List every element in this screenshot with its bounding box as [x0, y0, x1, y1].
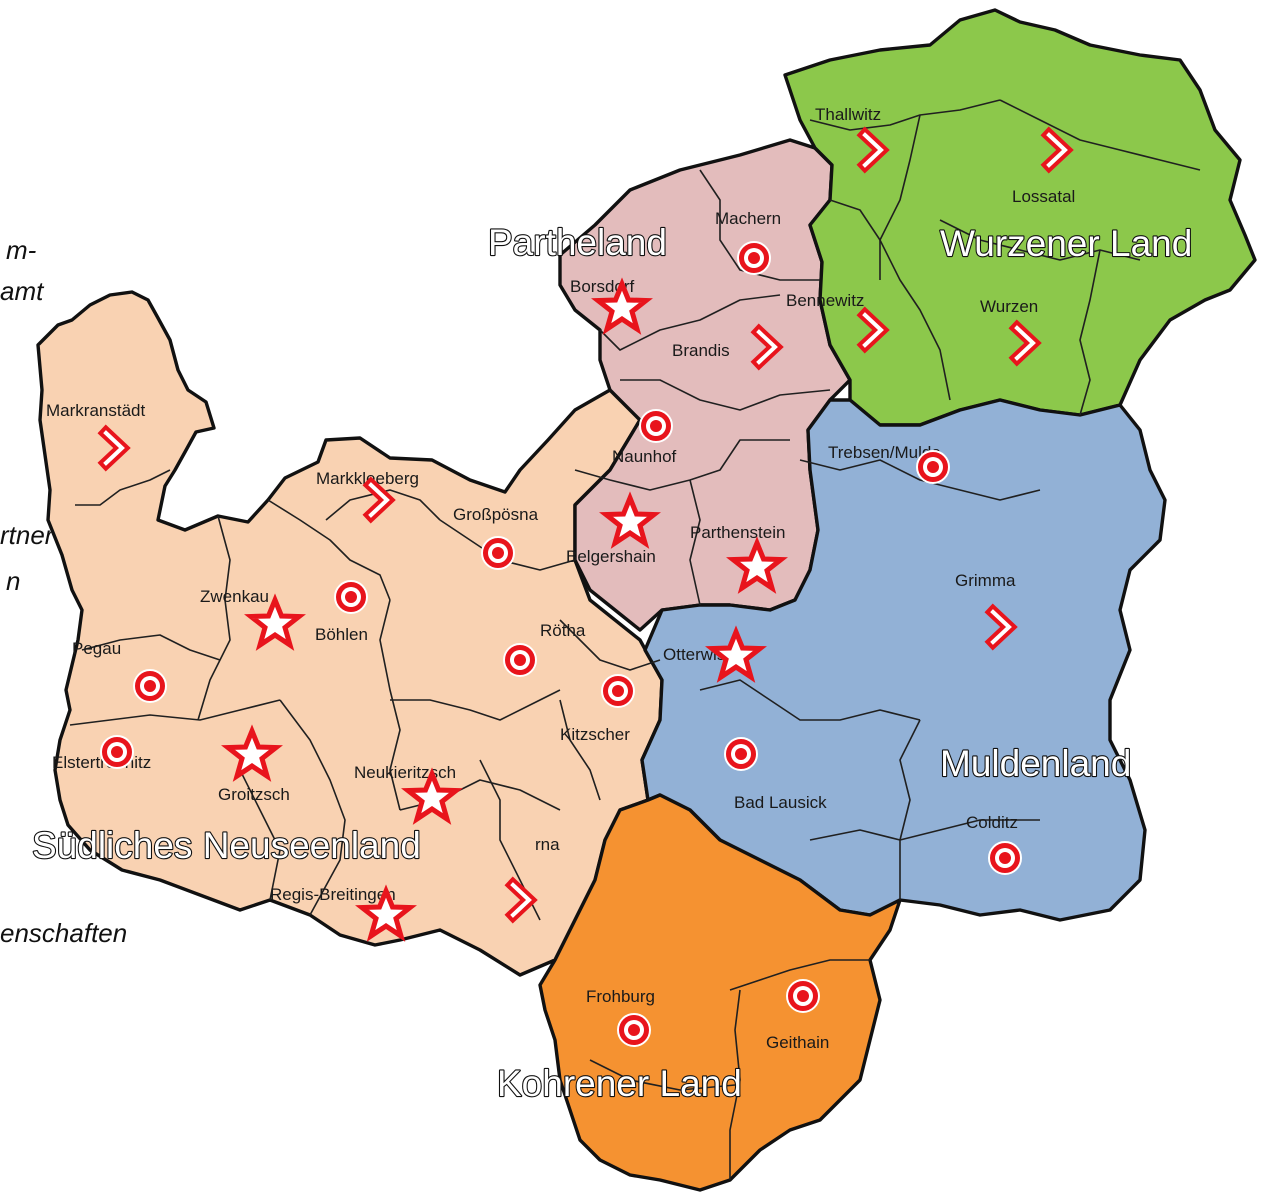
label-zwenkau: Zwenkau	[200, 587, 269, 606]
legend-fragment-4: n	[6, 566, 21, 596]
region-label-partheland: Partheland	[488, 222, 667, 263]
region-suedliches-neuseenland	[36, 290, 664, 977]
marker-colditz	[988, 841, 1022, 875]
label-bennewitz: Bennewitz	[786, 291, 864, 310]
label-grosspoesna: Großpösna	[453, 505, 539, 524]
label-markranstaedt: Markranstädt	[46, 401, 145, 420]
legend-fragment-1: m-	[6, 235, 37, 265]
marker-geithain	[786, 979, 820, 1013]
marker-frohburg	[617, 1013, 651, 1047]
label-borna: rna	[535, 835, 560, 854]
label-lossatal: Lossatal	[1012, 187, 1075, 206]
label-neukieritzsch: Neukieritzsch	[354, 763, 456, 782]
marker-bad-lausick	[724, 737, 758, 771]
label-thallwitz: Thallwitz	[815, 105, 881, 124]
label-bad-lausick: Bad Lausick	[734, 793, 827, 812]
label-belgershain: Belgershain	[566, 547, 656, 566]
legend-fragment-3: rtner	[0, 520, 54, 550]
label-markkleeberg: Markkleeberg	[316, 469, 419, 488]
marker-machern	[737, 241, 771, 275]
label-roetha: Rötha	[540, 621, 586, 640]
label-brandis: Brandis	[672, 341, 730, 360]
marker-roetha	[503, 643, 537, 677]
region-label-wurzener-land: Wurzener Land	[940, 223, 1192, 264]
label-groitzsch: Groitzsch	[218, 785, 290, 804]
region-label-kohrener-land: Kohrener Land	[497, 1063, 742, 1104]
label-wurzen: Wurzen	[980, 297, 1038, 316]
label-regis-breitingen: Regis-Breitingen	[270, 885, 396, 904]
marker-elstertrebnitz	[100, 735, 134, 769]
region-labels: Partheland Wurzener Land Muldenland Südl…	[31, 221, 1194, 1105]
label-colditz: Colditz	[966, 813, 1018, 832]
marker-pegau	[133, 669, 167, 703]
municipality-labels: Markranstädt Markkleeberg Großpösna Zwen…	[46, 105, 1075, 1052]
label-boehlen: Böhlen	[315, 625, 368, 644]
label-trebsen-mulde: Trebsen/Mulde	[828, 443, 941, 462]
marker-grosspoesna	[481, 536, 515, 570]
label-geithain: Geithain	[766, 1033, 829, 1052]
label-pegau: Pegau	[72, 639, 121, 658]
label-naunhof: Naunhof	[612, 447, 677, 466]
label-frohburg: Frohburg	[586, 987, 655, 1006]
marker-naunhof	[639, 409, 673, 443]
region-wurzener-land	[783, 8, 1257, 427]
marker-kitzscher	[601, 674, 635, 708]
label-grimma: Grimma	[955, 571, 1016, 590]
legend-fragment-2: amt	[0, 276, 44, 306]
label-kitzscher: Kitzscher	[560, 725, 630, 744]
marker-boehlen	[334, 580, 368, 614]
label-machern: Machern	[715, 209, 781, 228]
region-label-suedliches-neuseenland: Südliches Neuseenland	[32, 825, 421, 866]
legend-fragment-5: enschaften	[0, 918, 128, 948]
marker-trebsen-mulde	[916, 450, 950, 484]
label-parthenstein: Parthenstein	[690, 523, 785, 542]
region-label-muldenland: Muldenland	[940, 743, 1131, 784]
